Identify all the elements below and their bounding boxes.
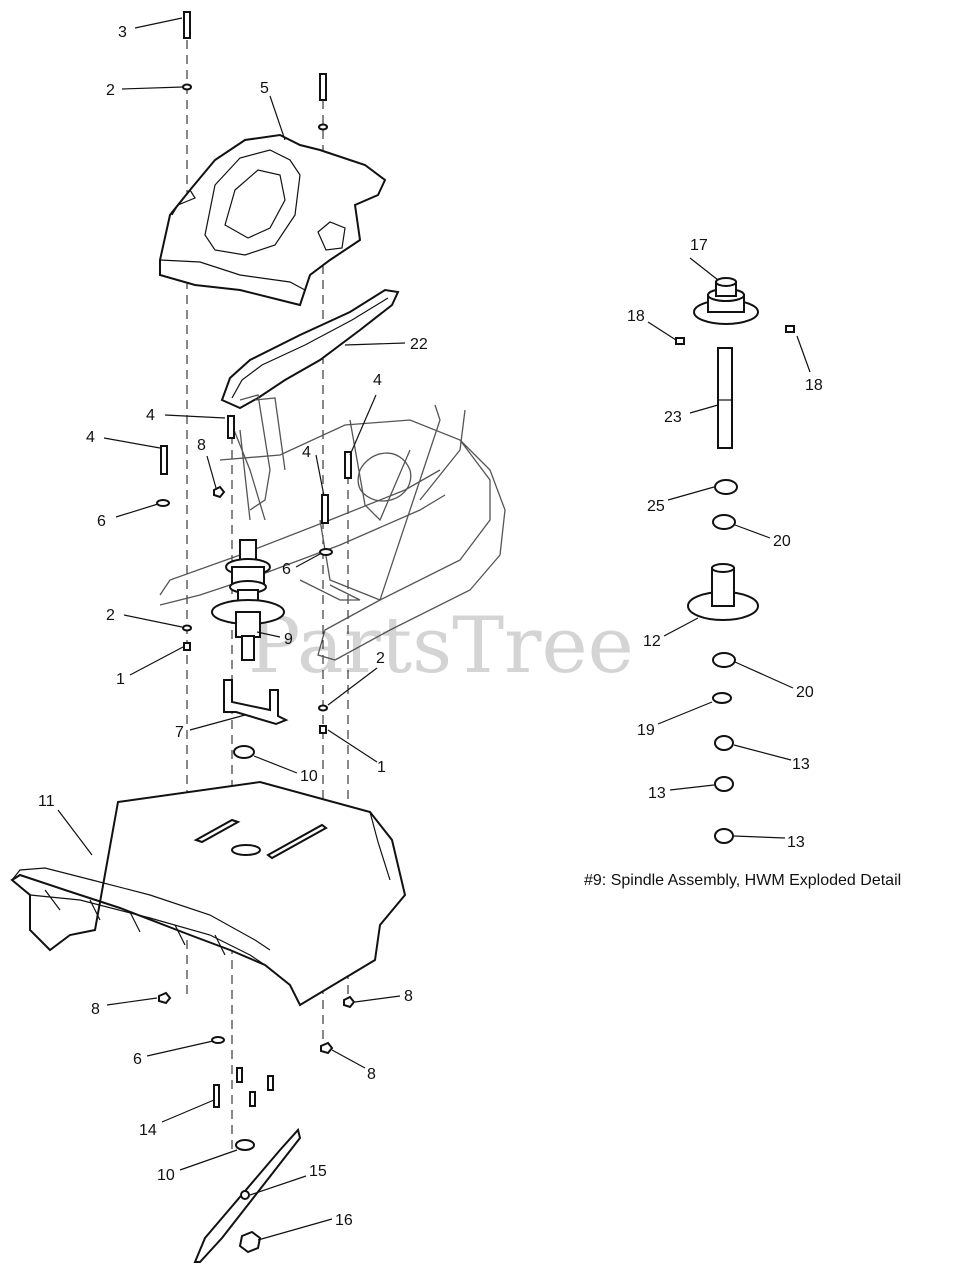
mower-deck xyxy=(10,780,407,1007)
callout-11: 11 xyxy=(38,793,55,810)
callout-2: 2 xyxy=(106,82,115,99)
hardware xyxy=(156,11,356,1151)
callout-25: 25 xyxy=(647,498,665,515)
callout-9: 9 xyxy=(284,631,293,648)
callout-5: 5 xyxy=(260,80,269,97)
detail-caption: #9: Spindle Assembly, HWM Exploded Detai… xyxy=(584,872,901,889)
callout-6: 6 xyxy=(133,1051,142,1068)
callout-8: 8 xyxy=(367,1066,376,1083)
callout-10: 10 xyxy=(157,1167,175,1184)
callout-6: 6 xyxy=(97,513,106,530)
callout-13: 13 xyxy=(648,785,666,802)
callout-2: 2 xyxy=(106,607,115,624)
callout-7: 7 xyxy=(175,724,184,741)
spindle-exploded-detail xyxy=(675,277,795,844)
spindle-assembly xyxy=(211,539,285,661)
spindle-bracket xyxy=(223,679,289,726)
callout-labels: 3 2 5 22 4 4 4 4 8 6 6 2 9 1 2 7 1 10 11… xyxy=(38,24,823,1229)
callout-20: 20 xyxy=(796,684,814,701)
callout-20: 20 xyxy=(773,533,791,550)
callout-23: 23 xyxy=(664,409,682,426)
callout-13: 13 xyxy=(792,756,810,773)
callout-3: 3 xyxy=(118,24,127,41)
callout-18: 18 xyxy=(627,308,645,325)
belt-cover xyxy=(159,133,387,307)
callout-8: 8 xyxy=(197,437,206,454)
mower-frame xyxy=(159,394,506,661)
callout-8: 8 xyxy=(91,1001,100,1018)
callout-18: 18 xyxy=(805,377,823,394)
callout-14: 14 xyxy=(139,1122,157,1139)
callout-12: 12 xyxy=(643,633,661,650)
callout-6: 6 xyxy=(282,561,291,578)
callout-22: 22 xyxy=(410,336,428,353)
mower-blade xyxy=(193,1127,302,1263)
callout-10: 10 xyxy=(300,768,318,785)
callout-4: 4 xyxy=(373,372,382,389)
callout-4: 4 xyxy=(86,429,95,446)
callout-1: 1 xyxy=(116,671,125,688)
leader-lines xyxy=(57,17,811,1241)
callout-13: 13 xyxy=(787,834,805,851)
callout-19: 19 xyxy=(637,722,655,739)
callout-17: 17 xyxy=(690,237,708,254)
callout-2: 2 xyxy=(376,650,385,667)
callout-15: 15 xyxy=(309,1163,327,1180)
callout-1: 1 xyxy=(377,759,386,776)
callout-8: 8 xyxy=(404,988,413,1005)
callout-4: 4 xyxy=(302,444,311,461)
drive-belt xyxy=(220,288,400,410)
callout-4: 4 xyxy=(146,407,155,424)
watermark: PartsTree xyxy=(248,601,634,691)
callout-16: 16 xyxy=(335,1212,353,1229)
